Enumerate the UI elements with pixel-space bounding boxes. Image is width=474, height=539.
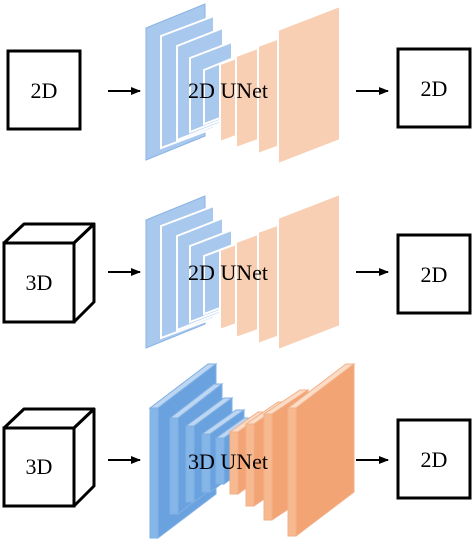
unet-3d-block: 3D UNet — [148, 362, 356, 539]
network-label: 2D UNet — [188, 78, 268, 103]
decoder-layer — [277, 192, 341, 352]
output-label: 2D — [421, 262, 448, 287]
cube-front-face — [2, 241, 76, 324]
input-3d-cube — [2, 407, 96, 508]
unet-2d-block: 2D UNet — [145, 192, 341, 352]
output-2d-square — [396, 47, 472, 129]
output-2d-square — [396, 233, 472, 315]
output-label: 2D — [421, 76, 448, 101]
row-2: 3D 2D UNet 2D — [2, 192, 472, 352]
decoder-layer — [277, 4, 341, 166]
network-label: 3D UNet — [188, 449, 268, 474]
cube-front-face — [2, 426, 76, 508]
output-2d-square — [396, 418, 472, 500]
input-3d-cube — [2, 222, 96, 324]
cube-side-face — [72, 407, 96, 508]
unet-2d-block: 2D UNet — [145, 3, 341, 166]
input-label: 3D — [26, 454, 53, 479]
input-label: 2D — [31, 78, 58, 103]
row-3: 3D — [2, 362, 472, 539]
input-2d-square — [6, 49, 82, 131]
cube-side-face — [72, 222, 96, 324]
network-label: 2D UNet — [188, 260, 268, 285]
output-label: 2D — [421, 447, 448, 472]
input-label: 3D — [26, 270, 53, 295]
decoder-3d-layer — [286, 362, 356, 538]
row-1: 2D 2D UNet 2D — [6, 3, 472, 166]
